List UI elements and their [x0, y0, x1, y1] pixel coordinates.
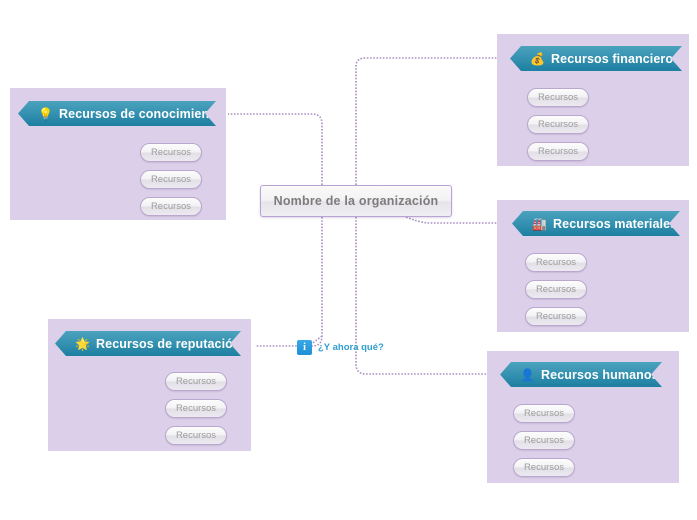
connector-materiales: [405, 216, 512, 224]
leaf-label: Recursos: [175, 430, 217, 441]
leaf-label: Recursos: [175, 376, 217, 387]
leaf-label: Recursos: [537, 119, 579, 130]
branch-title-reputacion: Recursos de reputación: [96, 336, 241, 351]
leaf-pill[interactable]: Recursos: [165, 372, 227, 391]
leaf-label: Recursos: [537, 92, 579, 103]
leaf-pill[interactable]: Recursos: [527, 88, 589, 107]
factory-icon: 🏭: [532, 216, 548, 231]
star-badge-icon: 🌟: [75, 336, 91, 351]
leaf-pill[interactable]: Recursos: [165, 399, 227, 418]
leaf-label: Recursos: [535, 284, 577, 295]
leaf-pill[interactable]: Recursos: [525, 280, 587, 299]
leaf-pill[interactable]: Recursos: [513, 431, 575, 450]
leaf-pill[interactable]: Recursos: [513, 404, 575, 423]
leaf-pill[interactable]: Recursos: [527, 115, 589, 134]
leaf-pill[interactable]: Recursos: [525, 307, 587, 326]
leaf-pill[interactable]: Recursos: [140, 197, 202, 216]
leaf-label: Recursos: [523, 408, 565, 419]
branch-title-materiales: Recursos materiales: [553, 216, 678, 231]
leaf-label: Recursos: [535, 257, 577, 268]
connector-humanos: [355, 217, 500, 375]
branch-title-conocimiento: Recursos de conocimiento: [59, 106, 222, 121]
money-bag-icon: 💰: [530, 51, 546, 66]
leaf-pill[interactable]: Recursos: [525, 253, 587, 272]
info-node-label: ¿Y ahora qué?: [318, 342, 384, 353]
leaf-label: Recursos: [523, 462, 565, 473]
person-icon: 👤: [520, 367, 536, 382]
branch-header-conocimiento[interactable]: 💡 Recursos de conocimiento: [18, 101, 216, 126]
info-node[interactable]: i ¿Y ahora qué?: [297, 340, 384, 355]
leaf-pill[interactable]: Recursos: [165, 426, 227, 445]
branch-header-humanos[interactable]: 👤 Recursos humanos: [500, 362, 662, 387]
connector-conocimiento: [228, 113, 323, 185]
leaf-label: Recursos: [150, 174, 192, 185]
lightbulb-icon: 💡: [38, 106, 54, 121]
branch-header-financieros[interactable]: 💰 Recursos financieros: [510, 46, 682, 71]
connector-reputacion: [255, 217, 323, 347]
leaf-pill[interactable]: Recursos: [140, 170, 202, 189]
leaf-label: Recursos: [535, 311, 577, 322]
leaf-label: Recursos: [175, 403, 217, 414]
central-node[interactable]: Nombre de la organización: [260, 185, 452, 217]
branch-title-humanos: Recursos humanos: [541, 367, 659, 382]
info-icon: i: [297, 340, 312, 355]
leaf-label: Recursos: [150, 147, 192, 158]
leaf-label: Recursos: [150, 201, 192, 212]
branch-header-reputacion[interactable]: 🌟 Recursos de reputación: [55, 331, 241, 356]
branch-title-financieros: Recursos financieros: [551, 51, 681, 66]
leaf-label: Recursos: [537, 146, 579, 157]
central-node-label: Nombre de la organización: [273, 194, 439, 208]
leaf-label: Recursos: [523, 435, 565, 446]
leaf-pill[interactable]: Recursos: [513, 458, 575, 477]
leaf-pill[interactable]: Recursos: [140, 143, 202, 162]
branch-header-materiales[interactable]: 🏭 Recursos materiales: [512, 211, 680, 236]
leaf-pill[interactable]: Recursos: [527, 142, 589, 161]
connector-financieros: [355, 57, 510, 185]
